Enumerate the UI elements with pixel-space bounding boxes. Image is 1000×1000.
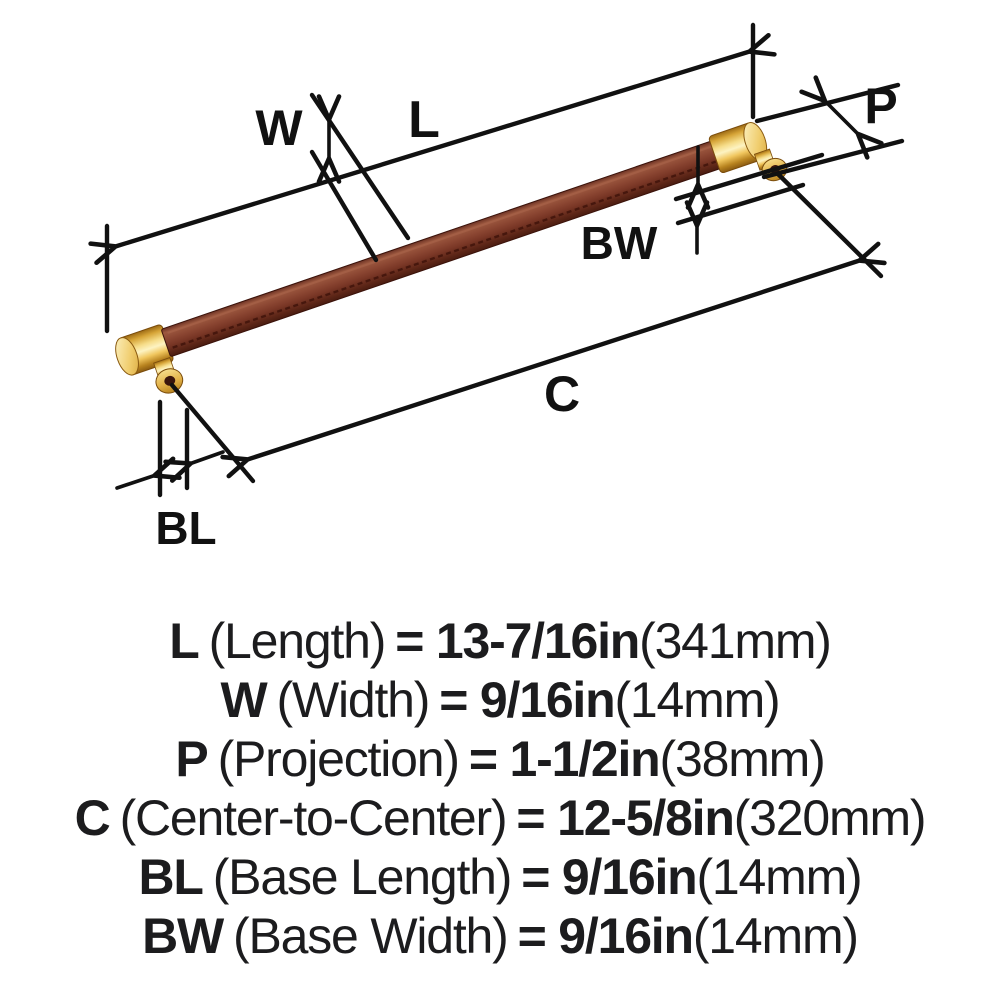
dimension-P [754, 75, 905, 180]
spec-row-length: L(Length)= 13-7/16in(341mm) [0, 612, 1000, 671]
spec-row-projection: P(Projection)= 1-1/2in(38mm) [0, 730, 1000, 789]
dim-label-center-to-center: C [544, 366, 580, 422]
spec-metric: (14mm) [614, 672, 780, 728]
spec-value: = 9/16in [517, 908, 694, 964]
spec-symbol: L [169, 613, 200, 669]
spec-value: = 13-7/16in [395, 613, 640, 669]
spec-name: (Base Length) [212, 849, 513, 905]
spec-row-center-to-center: C(Center-to-Center)= 12-5/8in(320mm) [0, 789, 1000, 848]
spec-metric: (14mm) [692, 908, 859, 964]
spec-symbol: P [175, 731, 208, 787]
c-dimension-line [220, 241, 887, 479]
spec-value: = 9/16in [521, 849, 697, 905]
bl-arrow-right [115, 456, 182, 490]
dim-label-projection: P [864, 78, 897, 134]
w-extension-line-1 [309, 92, 411, 241]
spec-symbol: BW [142, 908, 224, 964]
dim-label-base-length: BL [155, 502, 216, 554]
l-dimension-line [88, 32, 777, 266]
product-dimension-diagram: W L P BW C BL [88, 22, 905, 554]
spec-row-width: W(Width)= 9/16in(14mm) [0, 671, 1000, 730]
dimension-BL [115, 399, 225, 498]
c-extension-line-left [169, 382, 256, 484]
spec-value: = 12-5/8in [516, 790, 735, 846]
left-end-cap-face [115, 337, 139, 376]
p-extension-line-bottom [761, 138, 905, 180]
c-extension-line-right [775, 171, 884, 279]
dimension-W [309, 92, 411, 263]
spec-metric: (320mm) [733, 790, 927, 846]
bl-arrow-left [163, 450, 225, 483]
spec-value: = 9/16in [439, 672, 615, 728]
spec-row-base-width: BW(Base Width)= 9/16in(14mm) [0, 907, 1000, 966]
spec-metric: (341mm) [639, 613, 832, 669]
spec-metric: (38mm) [659, 731, 826, 787]
spec-symbol: C [74, 790, 111, 846]
p-double-arrow [799, 75, 884, 160]
dim-label-width: W [255, 100, 303, 156]
spec-name: (Length) [208, 613, 387, 669]
spec-name: (Base Width) [233, 908, 509, 964]
spec-symbol: W [220, 672, 268, 728]
spec-name: (Projection) [217, 731, 460, 787]
dim-label-base-width: BW [581, 217, 658, 269]
spec-row-base-length: BL(Base Length)= 9/16in(14mm) [0, 848, 1000, 907]
spec-value: = 1-1/2in [468, 731, 661, 787]
dimension-lines [88, 22, 905, 498]
dimension-L [88, 22, 777, 334]
spec-name: (Width) [276, 672, 431, 728]
dimension-BW [673, 145, 825, 255]
spec-list: L(Length)= 13-7/16in(341mm) W(Width)= 9/… [0, 612, 1000, 966]
cabinet-pull-handle [115, 122, 788, 394]
spec-symbol: BL [138, 849, 203, 905]
dimension-C [169, 171, 887, 484]
spec-metric: (14mm) [696, 849, 862, 905]
dim-label-length: L [408, 91, 440, 149]
spec-name: (Center-to-Center) [119, 790, 508, 846]
